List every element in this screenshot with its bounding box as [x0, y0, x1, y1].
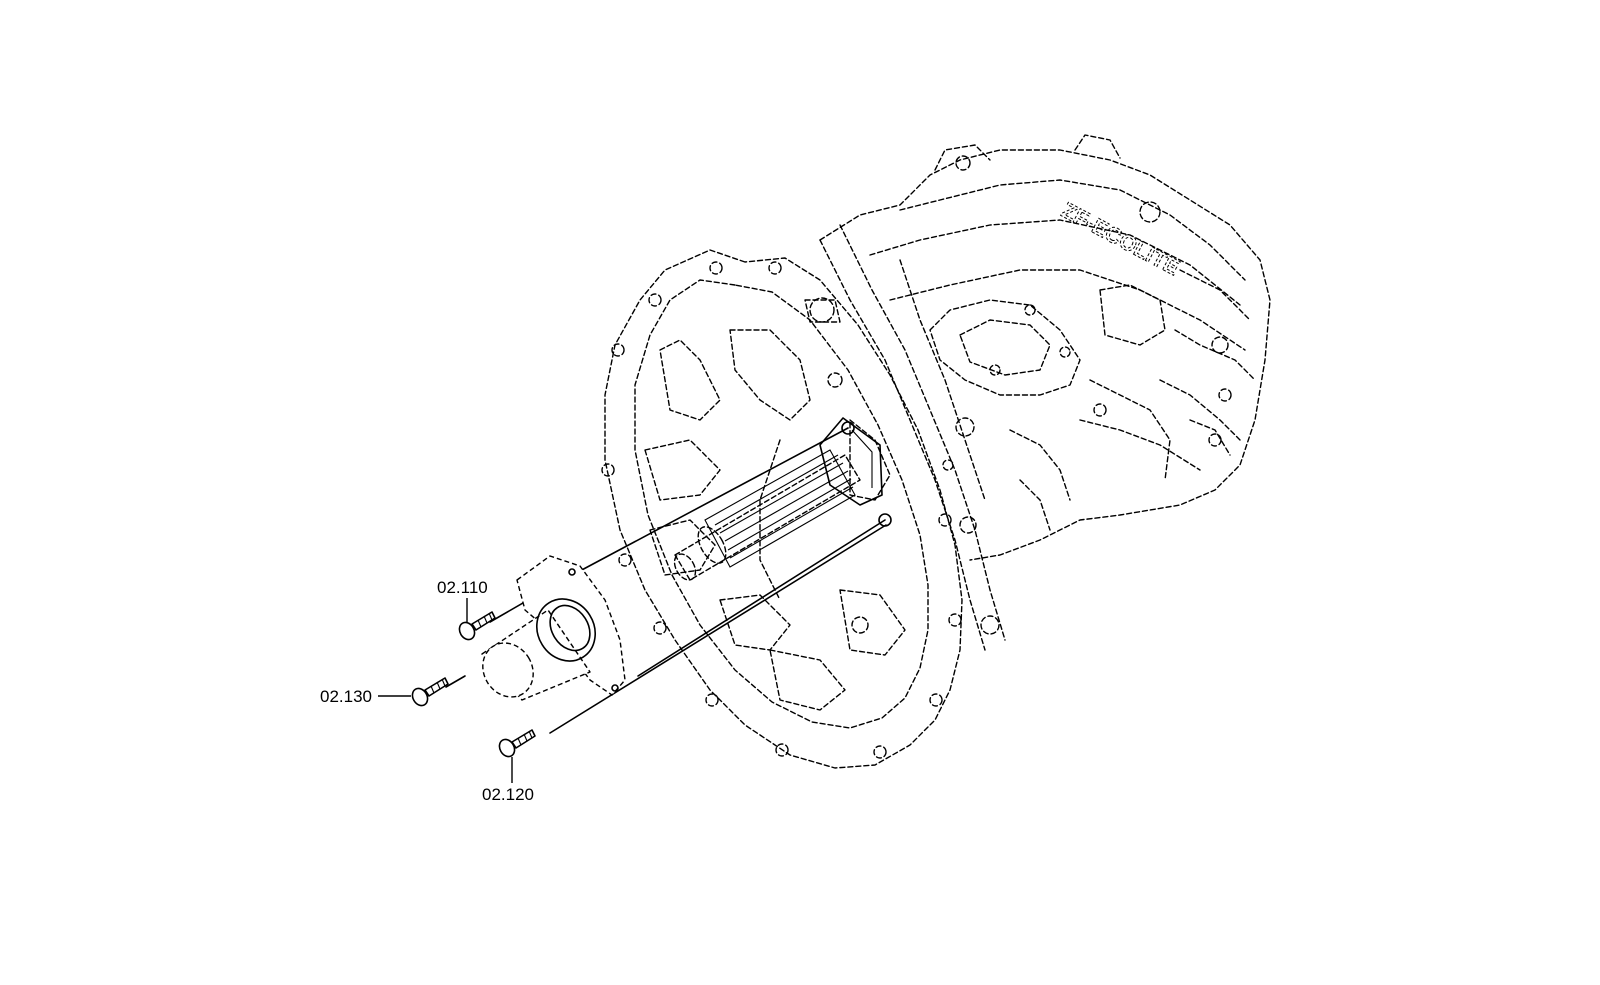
callout-02-130: 02.130: [320, 687, 411, 706]
cover-plate: [516, 555, 626, 696]
callout-label-02-120: 02.120: [482, 785, 534, 804]
housing-marking: ZF-ECOLITE: [1058, 197, 1184, 280]
callout-02-110: 02.110: [437, 578, 488, 622]
bolt-02-120: [498, 729, 536, 758]
assembly-guide-lines: [445, 427, 887, 734]
callout-02-120: 02.120: [482, 757, 534, 804]
bolt-02-130: [411, 677, 449, 707]
callout-label-02-130: 02.130: [320, 687, 372, 706]
gearbox-housing: ZF-ECOLITE: [819, 134, 1271, 561]
bolt-02-110: [458, 611, 496, 641]
callout-label-02-110: 02.110: [437, 578, 488, 597]
guide-sleeve: [481, 598, 596, 701]
input-shaft: [673, 417, 892, 581]
housing-flange: [804, 224, 1006, 651]
